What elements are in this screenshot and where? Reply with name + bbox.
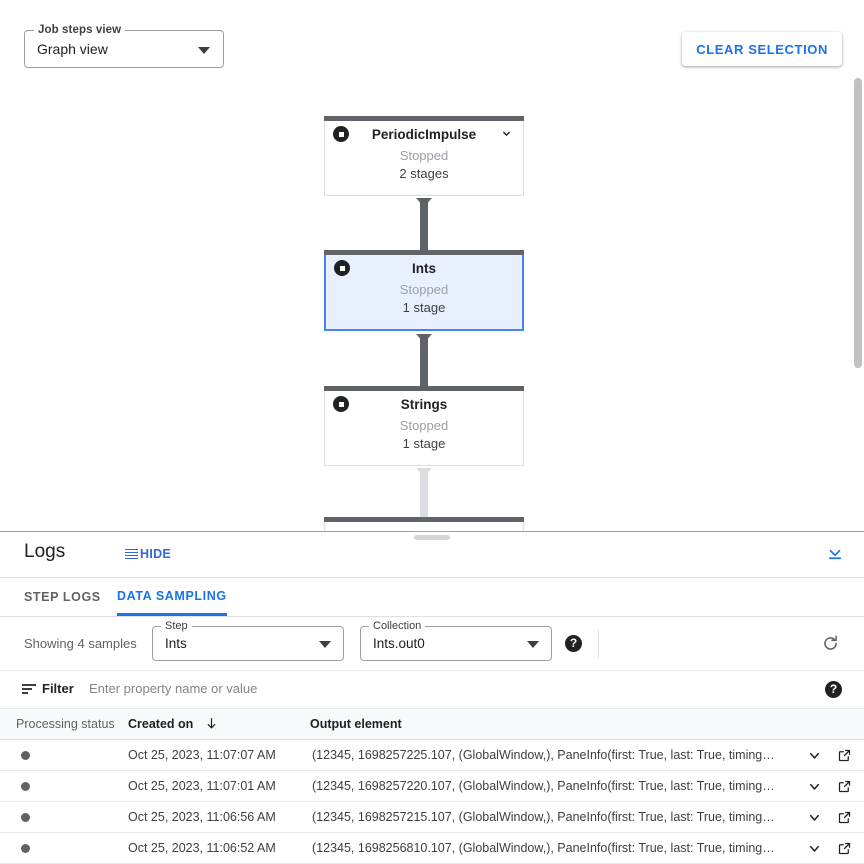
cell-created-on: Oct 25, 2023, 11:06:52 AM [128, 841, 276, 855]
graph-node-ints[interactable]: Ints Stopped 1 stage [324, 250, 524, 331]
open-in-new-icon[interactable] [837, 779, 852, 794]
status-dot [21, 844, 30, 853]
stop-icon [333, 396, 349, 412]
tab-data-sampling[interactable]: DATA SAMPLING [117, 578, 227, 616]
panel-resize-handle[interactable] [414, 535, 450, 540]
node-title: Strings [400, 396, 448, 412]
node-top-bar [324, 517, 524, 522]
node-status: Stopped [399, 418, 449, 433]
chevron-down-icon[interactable] [807, 748, 822, 763]
table-header-row: Processing status Created on Output elem… [0, 709, 864, 740]
collection-select-value: Ints.out0 [373, 636, 425, 651]
clear-selection-button[interactable]: CLEAR SELECTION [682, 32, 842, 66]
logs-title: Logs [24, 541, 66, 562]
logs-tabs: STEP LOGS DATA SAMPLING [0, 578, 864, 617]
step-select-label: Step [161, 620, 192, 633]
node-stages: 2 stages [399, 166, 449, 181]
logs-header: Logs HIDE [0, 532, 864, 578]
showing-samples-text: Showing 4 samples [24, 636, 137, 651]
cell-created-on: Oct 25, 2023, 11:07:07 AM [128, 748, 276, 762]
tab-step-logs[interactable]: STEP LOGS [24, 590, 101, 604]
node-top-bar [324, 386, 524, 391]
column-header-output-element: Output element [310, 717, 402, 731]
chevron-down-collapse-icon[interactable] [826, 544, 844, 562]
open-in-new-icon[interactable] [837, 841, 852, 856]
graph-edge-3 [416, 468, 432, 518]
column-header-created-on[interactable]: Created on [128, 717, 218, 731]
chevron-down-icon[interactable] [807, 841, 822, 856]
graph-node-partial[interactable] [324, 517, 524, 531]
node-stages: 1 stage [402, 436, 446, 451]
sort-descending-arrow-icon [207, 718, 216, 729]
stop-icon [333, 126, 349, 142]
column-header-created-on-label: Created on [128, 717, 194, 731]
cell-created-on: Oct 25, 2023, 11:06:56 AM [128, 810, 276, 824]
logs-panel: Logs HIDE STEP LOGS DATA SAMPLING Showin… [0, 531, 864, 864]
node-title: PeriodicImpulse [371, 126, 477, 142]
chevron-down-icon[interactable] [807, 810, 822, 825]
stop-icon [334, 260, 350, 276]
help-icon[interactable]: ? [825, 681, 842, 698]
chevron-down-icon[interactable] [500, 127, 513, 140]
filter-input[interactable] [87, 680, 791, 697]
status-dot [21, 813, 30, 822]
node-top-bar [324, 116, 524, 121]
node-top-bar [324, 250, 524, 255]
open-in-new-icon[interactable] [837, 810, 852, 825]
job-steps-view-select[interactable]: Job steps view Graph view [24, 23, 224, 68]
graph-node-periodicimpulse[interactable]: PeriodicImpulse Stopped 2 stages [324, 116, 524, 196]
graph-vertical-scrollbar[interactable] [854, 78, 862, 368]
table-row[interactable]: Oct 25, 2023, 11:06:56 AM (12345, 169825… [0, 802, 864, 833]
cell-output-element: (12345, 1698257215.107, (GlobalWindow,),… [312, 810, 775, 824]
refresh-icon[interactable] [821, 634, 840, 653]
help-icon[interactable]: ? [565, 635, 582, 652]
hide-logs-label: HIDE [140, 547, 172, 561]
graph-edge-2 [416, 334, 432, 386]
table-row[interactable]: Oct 25, 2023, 11:06:52 AM (12345, 169825… [0, 833, 864, 864]
graph-node-strings[interactable]: Strings Stopped 1 stage [324, 386, 524, 466]
job-graph-canvas[interactable]: Job steps view Graph view CLEAR SELECTIO… [0, 0, 864, 531]
status-dot [21, 751, 30, 760]
collection-select-label: Collection [369, 620, 426, 633]
node-status: Stopped [399, 148, 449, 163]
node-title: Ints [411, 260, 436, 276]
filter-label: Filter [42, 681, 74, 696]
cell-output-element: (12345, 1698256810.107, (GlobalWindow,),… [312, 841, 775, 855]
hide-logs-button[interactable]: HIDE [125, 547, 171, 561]
filter-icon [22, 684, 36, 695]
cell-created-on: Oct 25, 2023, 11:07:01 AM [128, 779, 276, 793]
cell-output-element: (12345, 1698257225.107, (GlobalWindow,),… [312, 748, 775, 762]
cell-output-element: (12345, 1698257220.107, (GlobalWindow,),… [312, 779, 775, 793]
table-row[interactable]: Oct 25, 2023, 11:07:01 AM (12345, 169825… [0, 771, 864, 802]
job-steps-view-label: Job steps view [34, 23, 126, 37]
job-steps-view-value: Graph view [37, 41, 108, 57]
status-dot [21, 782, 30, 791]
sampling-controls: Showing 4 samples Step Ints Collection I… [0, 617, 864, 671]
table-row[interactable]: Oct 25, 2023, 11:07:07 AM (12345, 169825… [0, 740, 864, 771]
node-stages: 1 stage [402, 300, 446, 315]
chevron-down-icon[interactable] [807, 779, 822, 794]
node-status: Stopped [399, 282, 449, 297]
step-select[interactable]: Step Ints [152, 620, 344, 661]
lines-icon [125, 548, 138, 560]
column-header-processing-status: Processing status [16, 717, 115, 731]
step-select-value: Ints [165, 636, 187, 651]
chevron-down-icon [319, 641, 331, 648]
graph-edge-1 [416, 198, 432, 250]
controls-divider [598, 629, 599, 659]
chevron-down-icon [527, 641, 539, 648]
open-in-new-icon[interactable] [837, 748, 852, 763]
filter-row: Filter ? [0, 671, 864, 709]
collection-select[interactable]: Collection Ints.out0 [360, 620, 552, 661]
chevron-down-icon [198, 47, 210, 54]
